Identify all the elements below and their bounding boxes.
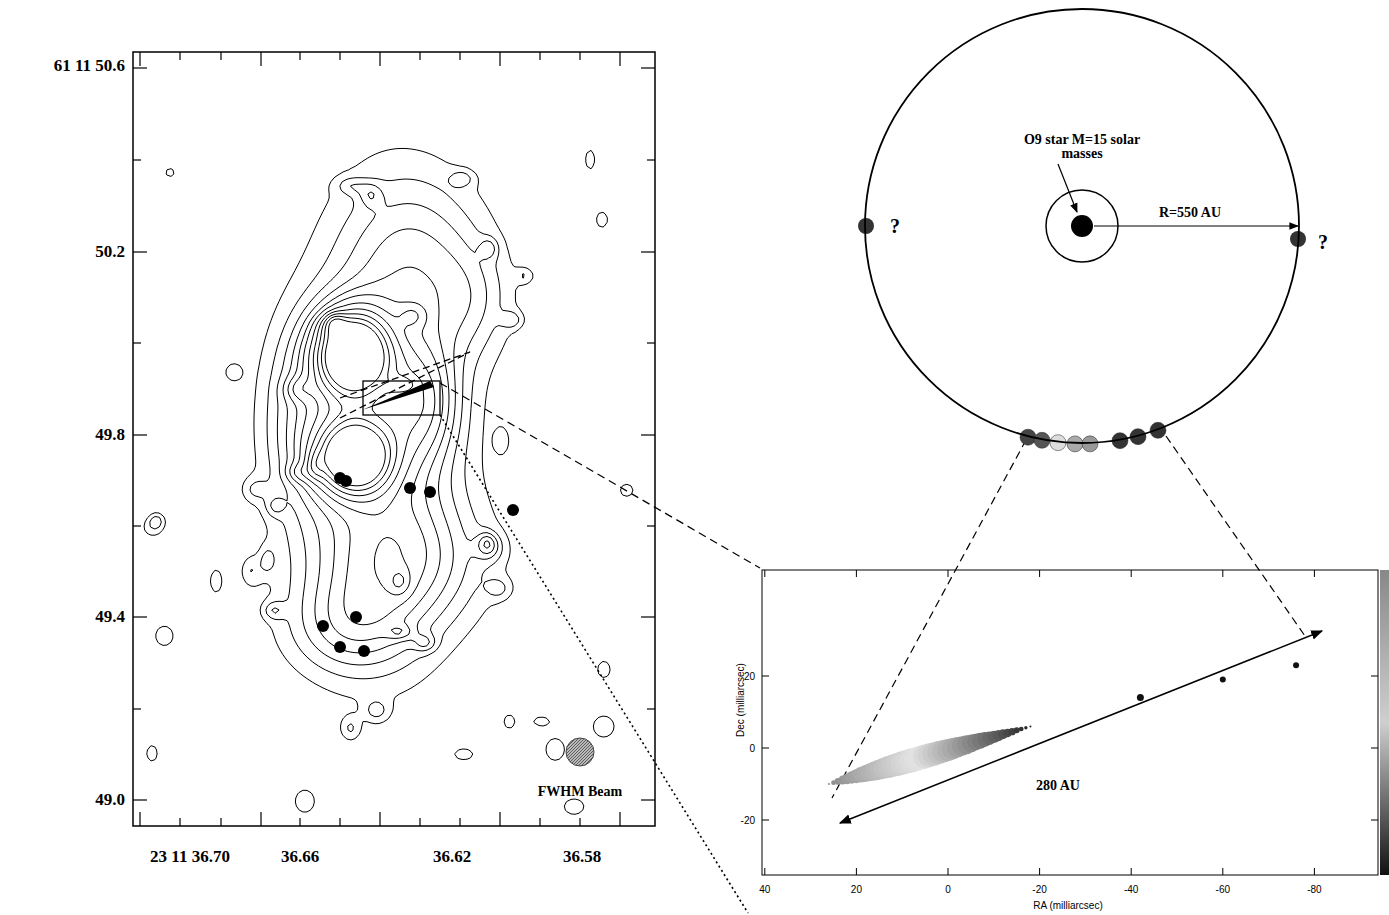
axis-label: 23 11 36.70 (150, 848, 230, 867)
maser-spot (358, 645, 370, 657)
contour-line (325, 319, 386, 486)
ring-outline (864, 8, 1300, 444)
spot-plot (762, 570, 1389, 875)
unknown-mark: ? (1318, 231, 1328, 253)
map-frame (133, 52, 655, 826)
maser-spot (334, 641, 346, 653)
maser-spot (1220, 677, 1226, 683)
contour-line (271, 184, 498, 665)
contour-line (301, 303, 435, 595)
contour-map (133, 52, 655, 826)
tick-label: -20 (1032, 884, 1046, 895)
contour-line (307, 309, 424, 587)
axis-title: Dec (milliarcsec) (735, 663, 746, 737)
contour-line (283, 192, 494, 653)
orbit-ring: O9 star M=15 solar massesR=550 AU (864, 8, 1300, 444)
axis-label: 49.8 (95, 426, 125, 445)
axis-label: 61 11 50.6 (54, 57, 125, 76)
tick-label: 0 (749, 743, 755, 754)
maser-spot (1019, 727, 1024, 732)
maser-spot (1029, 725, 1031, 727)
tick-label: -40 (1124, 884, 1138, 895)
maser-spot (350, 611, 362, 623)
tick-label: -20 (741, 815, 755, 826)
axis-label: 49.0 (95, 791, 125, 810)
maser-spot (340, 475, 352, 487)
contour-line (144, 148, 633, 814)
maser-spot (828, 783, 830, 785)
color-bar (1380, 570, 1389, 875)
maser-spot (424, 486, 436, 498)
scale-label: 280 AU (1036, 778, 1080, 793)
axis-label: 49.4 (95, 608, 125, 627)
maser-spot (317, 620, 329, 632)
maser-spot (1024, 726, 1027, 729)
unknown-spot (858, 218, 874, 234)
tick-label: 20 (744, 671, 755, 682)
axis-label: 36.58 (563, 848, 601, 867)
maser-spot (1293, 662, 1299, 668)
tick-label: 0 (945, 884, 951, 895)
contour-line (293, 295, 443, 634)
contour-line (311, 314, 413, 496)
tick-label: -80 (1307, 884, 1321, 895)
star-label: O9 star M=15 solar masses (1017, 133, 1147, 162)
leader-lines (440, 383, 1305, 913)
pointer-arrow (1058, 164, 1077, 212)
beam-symbol (566, 738, 594, 766)
tick-label: 40 (759, 884, 770, 895)
axis-label: 36.66 (281, 848, 319, 867)
beam-label: FWHM Beam (538, 784, 622, 799)
axis-label: 50.2 (95, 243, 125, 262)
scale-arrow (840, 631, 1322, 823)
contour-line (150, 172, 524, 731)
disk-wedge (362, 381, 434, 410)
maser-spot (1137, 694, 1144, 701)
axis-title: RA (milliarcsec) (1033, 900, 1102, 911)
axis-label: 36.62 (433, 848, 471, 867)
unknown-mark: ? (890, 215, 900, 237)
tick-label: 20 (851, 884, 862, 895)
maser-spot (404, 482, 416, 494)
radius-arrow (1094, 225, 1298, 226)
maser-spot (1014, 727, 1020, 733)
contour-line (288, 267, 490, 640)
zoom-box (363, 381, 440, 415)
radius-label: R=550 AU (1145, 206, 1235, 221)
maser-spot (507, 504, 519, 516)
disk-outline (340, 352, 470, 418)
star-symbol (1071, 215, 1093, 237)
tick-label: -60 (1216, 884, 1230, 895)
